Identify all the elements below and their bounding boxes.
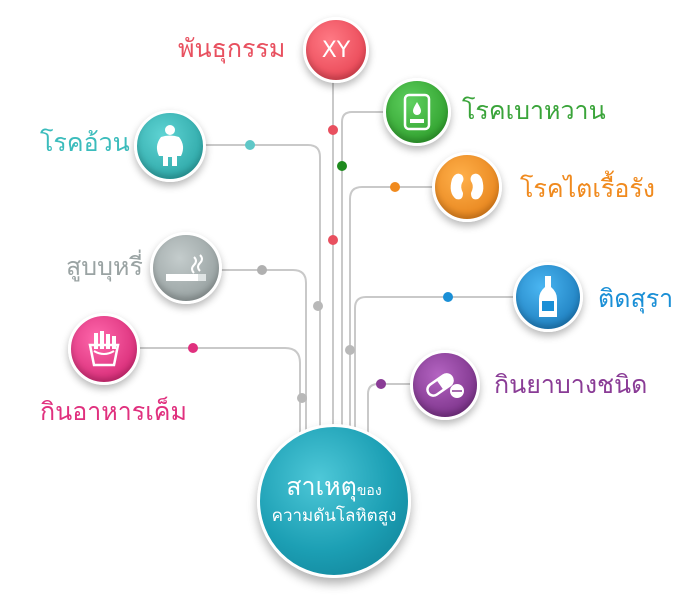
wire-drugs [367,383,412,438]
label-smoking: สูบบุหรี่ [66,252,143,281]
dot-obesity [245,140,255,150]
wire-obesity [202,144,321,432]
node-drugs [410,350,480,420]
center-subtitle: ความดันโลหิตสูง [271,506,397,526]
center-hub: สาเหตุของ ความดันโลหิตสูง [257,424,411,578]
label-alcohol: ติดสุรา [598,284,674,313]
wire-salty [138,347,301,445]
node-genetics: XY [303,17,369,83]
node-salty-food [68,313,140,385]
glucose-meter-icon [403,93,431,131]
dot-diabetes [337,161,347,171]
wire-kidney [349,186,436,432]
dot-smoking [257,265,267,275]
node-diabetes [383,78,451,146]
center-title-suffix: ของ [356,483,382,499]
cigarette-icon [166,254,206,281]
kidney-icon [450,173,484,200]
dot-salty [188,343,198,353]
wire-alcohol [354,296,516,435]
dot-kidney [390,182,400,192]
obese-person-icon [156,125,184,166]
dot-alcohol [443,292,453,302]
label-drugs: กินยาบางชนิด [494,370,648,399]
center-title: สาเหตุ [286,472,357,501]
label-kidney: โรคไตเรื้อรัง [520,174,656,203]
label-diabetes: โรคเบาหวาน [462,96,606,125]
dot-genetics-1 [328,125,338,135]
node-obesity [134,110,206,182]
bottle-icon [539,276,557,317]
node-smoking [150,232,222,304]
center-title-line: สาเหตุของ [260,473,408,505]
label-obesity: โรคอ้วน [40,128,130,157]
node-alcohol [513,262,583,332]
french-fries-icon [88,331,120,367]
dot-drugs [376,379,386,389]
wire-smoking [215,269,307,438]
dot-smoking-2 [313,301,323,311]
dot-genetics-2 [328,235,338,245]
pill-capsule-icon [426,373,464,398]
dot-salty-2 [297,393,307,403]
label-salty-food: กินอาหารเค็ม [40,397,187,426]
wire-diabetes [341,111,386,432]
xy-chromosome-icon: XY [321,37,351,63]
node-kidney [432,152,502,222]
dot-kidney-2 [345,345,355,355]
label-genetics: พันธุกรรม [178,34,286,63]
